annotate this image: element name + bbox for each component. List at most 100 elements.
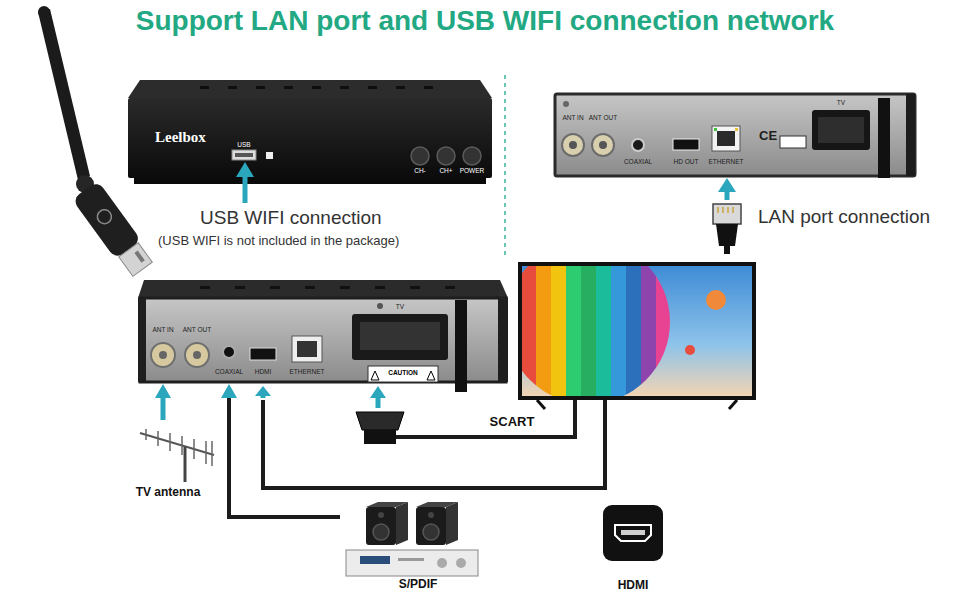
usb-arrow-part <box>236 162 254 177</box>
antenna-figure-part <box>181 436 183 455</box>
node-text: HDMI <box>255 368 272 375</box>
rear-panel-bottom-part <box>498 298 508 382</box>
rear-panel-bottom-part <box>250 348 276 360</box>
node-text: ANT OUT <box>183 326 211 333</box>
usb-wifi-dongle-part-part <box>134 251 144 263</box>
lan-plug-part <box>722 207 724 213</box>
rear-panel-bottom-part <box>455 300 467 392</box>
set-top-box-front-part <box>134 178 486 184</box>
lan-plug <box>713 178 741 254</box>
television-part-part-part <box>626 266 641 396</box>
lan-plug-part <box>727 207 729 213</box>
speaker-amplifier-part <box>456 558 466 568</box>
title: Support LAN port and USB WIFI connection… <box>136 5 834 37</box>
rear-panel-bottom-part <box>235 286 245 289</box>
lan-plug-part <box>716 224 738 246</box>
usb-wifi-dongle-part <box>38 9 90 180</box>
television-part <box>729 400 737 409</box>
usb-wifi-dongle-part-part <box>119 243 153 277</box>
rear-panel-bottom-part <box>377 303 383 309</box>
node-text: TV <box>396 303 404 310</box>
rear-panel-bottom-part <box>352 314 448 360</box>
television-part-part-part <box>522 266 536 396</box>
television-part-part-part <box>611 266 626 396</box>
node-text: HD OUT <box>674 158 699 165</box>
scart-cable <box>356 400 575 444</box>
rear-panel: ANT INANT OUTCOAXIALHD OUTETHERNETCETV <box>555 94 915 176</box>
node-text: CE <box>759 129 777 144</box>
coaxial-cable <box>221 384 340 517</box>
set-top-box-front-part <box>256 86 265 89</box>
television-part-part-part <box>566 266 581 396</box>
signal-arrow <box>155 384 171 420</box>
antenna-figure <box>140 429 214 482</box>
rear-panel-top-part <box>632 139 644 151</box>
rear-panel-top-part <box>673 139 699 150</box>
rear-panel-top-part <box>780 136 806 148</box>
set-top-box-front: LeelboxUSBCH-CH+POWER <box>128 78 492 188</box>
television <box>506 240 756 410</box>
speaker-system: S/PDIF <box>340 495 490 595</box>
speaker-amplifier-part <box>423 524 439 540</box>
television-part-part-part <box>536 266 551 396</box>
node-text: CH+ <box>439 167 452 174</box>
antenna-figure-part <box>205 441 207 464</box>
antenna-figure-part <box>211 441 213 466</box>
speaker-amplifier-part <box>428 512 434 518</box>
hdmi-icon-part <box>615 525 651 541</box>
rear-panel-bottom-part <box>360 322 440 350</box>
node-text: S/PDIF <box>399 578 438 592</box>
node-text: ETHERNET <box>289 368 324 375</box>
antenna-figure-part <box>157 431 159 446</box>
speaker-amplifier-part <box>378 512 384 518</box>
antenna-figure-part <box>145 429 147 440</box>
port-arrows <box>255 386 386 408</box>
set-top-box-front <box>128 80 492 184</box>
rear-panel-top-part <box>717 131 735 146</box>
caption-text: LAN port connection <box>758 206 930 228</box>
usb-arrow-part <box>243 175 248 203</box>
lan-plug-part <box>713 204 741 224</box>
television-part-part <box>522 266 671 396</box>
speaker-amplifier-part <box>346 550 478 576</box>
hdmi-icon-part <box>621 530 645 535</box>
signal-arrow-line <box>161 396 166 420</box>
node-text: CAUTION <box>388 369 418 376</box>
antenna-figure-part <box>193 439 195 459</box>
usb-wifi-dongle-part <box>72 181 155 279</box>
usb-wifi-dongle-part <box>38 6 50 18</box>
node-text: CH- <box>414 167 426 174</box>
node-text: ANT IN <box>152 326 173 333</box>
set-top-box-front-part <box>463 147 481 165</box>
set-top-box-front-part <box>396 86 405 89</box>
rear-panel-bottom-part <box>371 371 379 380</box>
television-part-part-part <box>551 266 566 396</box>
set-top-box-front-part <box>437 147 455 165</box>
rear-panel-top-part <box>906 94 915 176</box>
antenna-figure-part <box>140 433 214 455</box>
scart-cable-part <box>356 412 404 430</box>
node-text: COAXIAL <box>215 368 243 375</box>
rear-panel-bottom-part <box>445 286 455 289</box>
set-top-box-front-part <box>228 86 237 89</box>
set-top-box-front-part <box>128 80 492 98</box>
rear-panel-bottom-part <box>427 371 435 380</box>
rear-panel-top-part <box>555 94 915 176</box>
rear-panel: ANT IN ANT OUT COAXIAL HDMI ETHERNET TV CAUTIO… <box>136 280 510 384</box>
note-text: (USB WIFI is not included in the package… <box>158 234 399 249</box>
set-top-box-front-part <box>266 152 273 159</box>
rear-panel-bottom-part <box>375 286 385 289</box>
set-top-box-front-part <box>235 153 253 157</box>
node-text: ANT IN <box>562 114 583 121</box>
lan-plug-part <box>724 246 730 254</box>
rear-panel-bottom-part <box>410 286 420 289</box>
speaker-amplifier <box>346 502 478 576</box>
node-text: TV <box>837 99 845 106</box>
rear-panel-top-part <box>712 126 740 151</box>
usb-wifi-dongle-part-part <box>95 207 115 227</box>
speaker-amplifier-part <box>437 558 447 568</box>
television-part-part-part <box>656 266 671 396</box>
rear-panel-bottom-part <box>297 341 317 357</box>
